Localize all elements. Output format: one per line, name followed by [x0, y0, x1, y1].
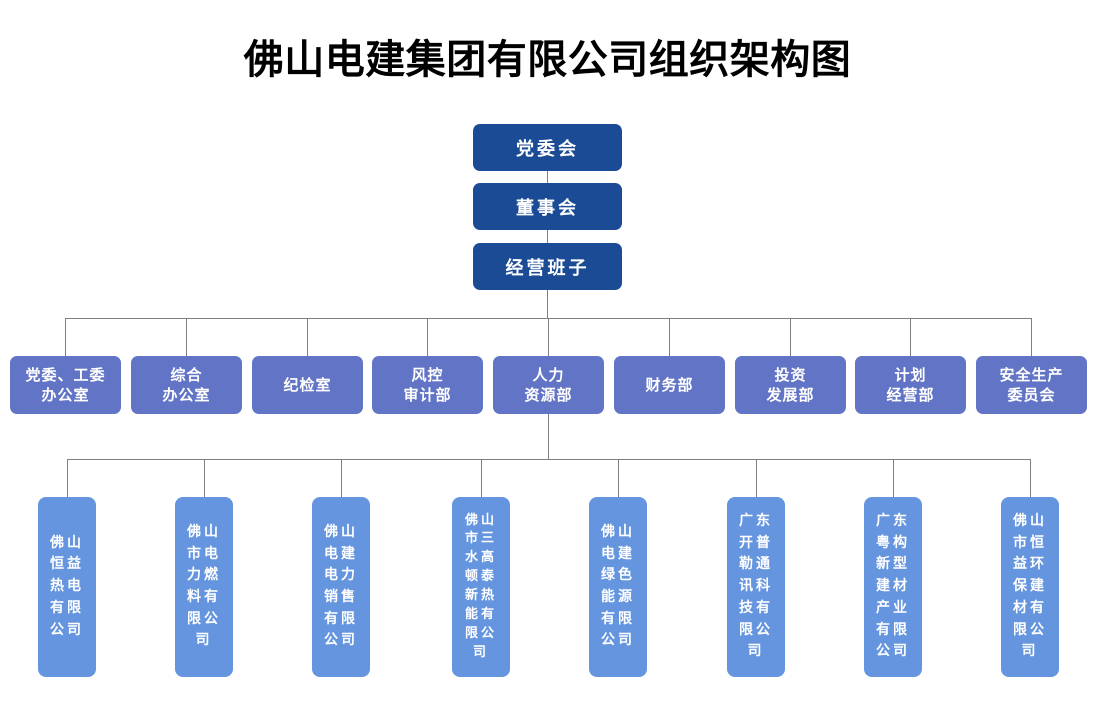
department-node-human-resources: 人力 资源部	[493, 356, 604, 414]
connector-drop-dept-6	[669, 318, 670, 356]
connector-drop-sub-1	[67, 459, 68, 497]
connector-drop-dept-1	[65, 318, 66, 356]
subsidiary-node-hengyi-eco-materials: 佛山 市恒 益环 保建 材有 限公 司	[1001, 497, 1059, 677]
department-node-general-office: 综合 办公室	[131, 356, 242, 414]
connector-gov-1-2	[547, 171, 548, 183]
connector-drop-sub-8	[1030, 459, 1031, 497]
governance-node-party-committee: 党委会	[473, 124, 622, 171]
connector-drop-sub-7	[893, 459, 894, 497]
governance-node-management-team: 经营班子	[473, 243, 622, 290]
connector-drop-sub-3	[341, 459, 342, 497]
connector-drop-sub-5	[618, 459, 619, 497]
department-node-finance: 财务部	[614, 356, 725, 414]
department-node-safety-committee: 安全生产 委员会	[976, 356, 1087, 414]
connector-drop-dept-9	[1031, 318, 1032, 356]
connector-sub-rail	[67, 459, 1030, 460]
connector-hr-to-subs	[548, 414, 549, 459]
governance-node-board-of-directors: 董事会	[473, 183, 622, 230]
connector-drop-dept-8	[910, 318, 911, 356]
subsidiary-node-power-fuel: 佛山 市电 力燃 料有 限公 司	[175, 497, 233, 677]
subsidiary-node-green-energy: 佛山 电建 绿色 能源 有限 公司	[589, 497, 647, 677]
department-node-party-office: 党委、工委 办公室	[10, 356, 121, 414]
connector-drop-dept-2	[186, 318, 187, 356]
connector-drop-sub-2	[204, 459, 205, 497]
subsidiary-node-kepler-telecom: 广东 开普 勒通 讯科 技有 限公 司	[727, 497, 785, 677]
connector-drop-dept-5	[548, 318, 549, 356]
department-node-investment-dev: 投资 发展部	[735, 356, 846, 414]
connector-drop-dept-4	[427, 318, 428, 356]
connector-drop-dept-7	[790, 318, 791, 356]
subsidiary-node-hengyi-thermal-power: 佛山 恒益 热电 有限 公司	[38, 497, 96, 677]
subsidiary-node-sanshui-new-thermal: 佛山 市三 水高 顿泰 新热 能有 限公 司	[452, 497, 510, 677]
subsidiary-node-yuegou-materials: 广东 粤构 新型 建材 产业 有限 公司	[864, 497, 922, 677]
connector-drop-sub-4	[481, 459, 482, 497]
page-title: 佛山电建集团有限公司组织架构图	[243, 37, 852, 83]
connector-drop-sub-6	[756, 459, 757, 497]
connector-gov-2-3	[547, 230, 548, 243]
department-node-planning-operations: 计划 经营部	[855, 356, 966, 414]
department-node-risk-audit: 风控 审计部	[372, 356, 483, 414]
subsidiary-node-power-sales: 佛山 电建 电力 销售 有限 公司	[312, 497, 370, 677]
department-node-discipline-office: 纪检室	[252, 356, 363, 414]
connector-drop-dept-3	[307, 318, 308, 356]
connector-gov-to-depts	[547, 290, 548, 318]
